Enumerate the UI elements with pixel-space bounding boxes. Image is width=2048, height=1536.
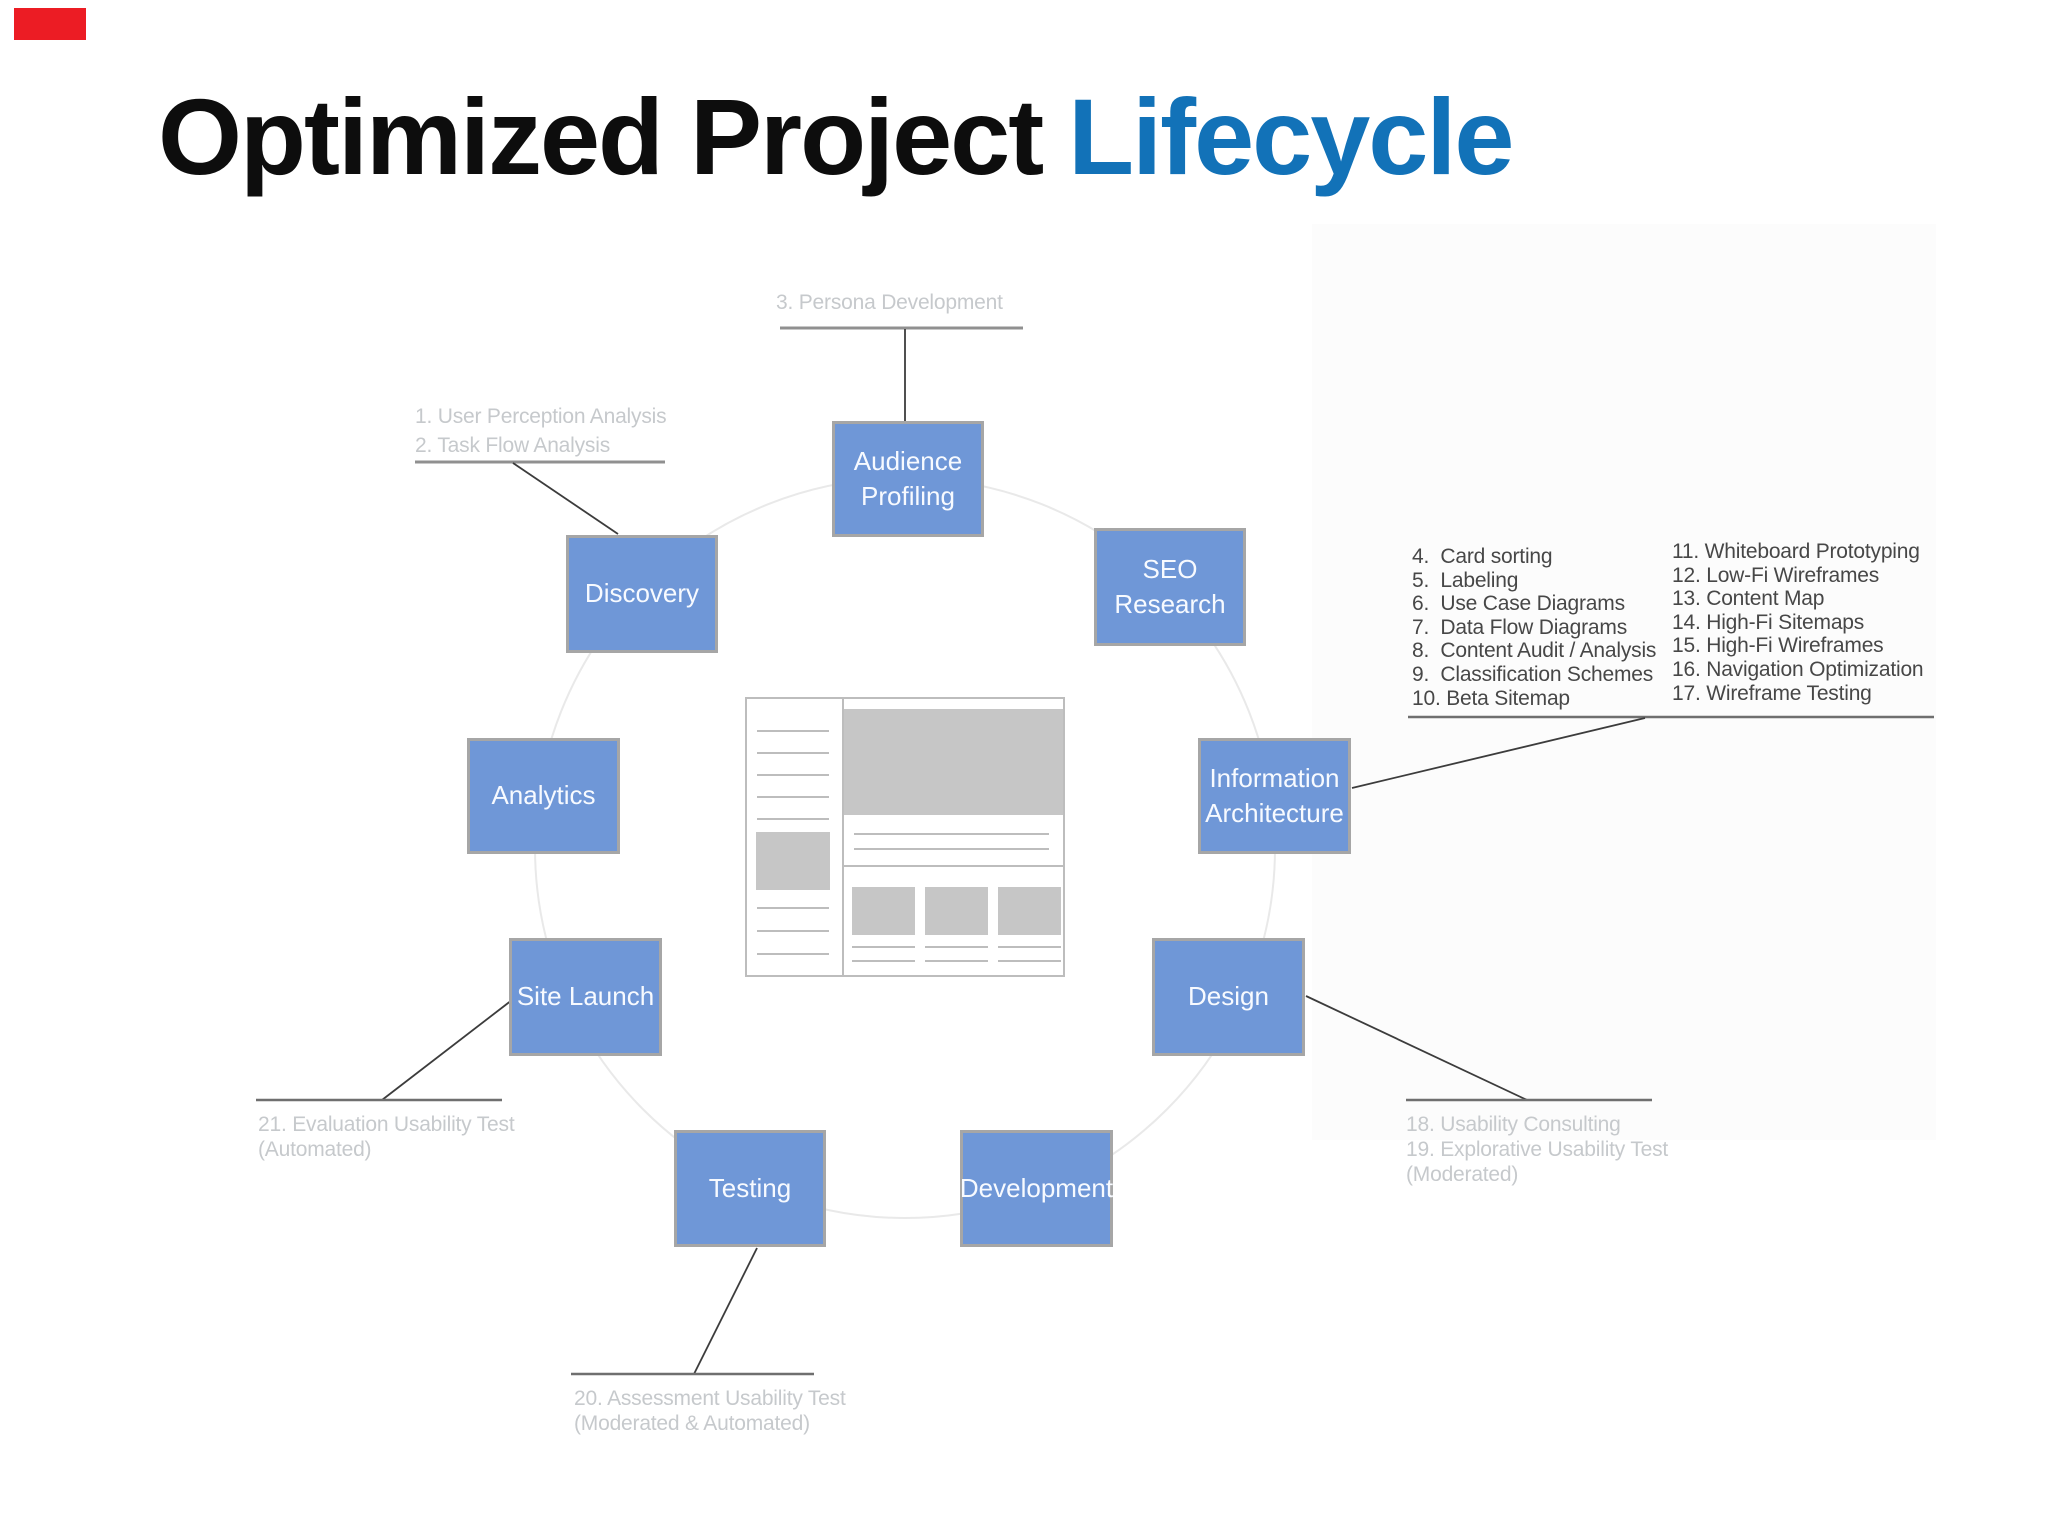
wireframe-caption-line <box>998 946 1061 948</box>
annotation-ia-list-left-line: 9. Classification Schemes <box>1412 662 1654 686</box>
annotation-site-launch: 21. Evaluation Usability Test(Automated) <box>258 1112 515 1162</box>
annotation-ia-list-right-line: 15. High-Fi Wireframes <box>1672 634 1884 658</box>
wireframe-caption-line <box>852 960 915 962</box>
annotation-ia-list-right-line: 13. Content Map <box>1672 587 1825 611</box>
website-wireframe <box>745 697 1065 977</box>
wireframe-nav-line <box>757 730 829 732</box>
phase-label: Information Architecture <box>1205 762 1344 828</box>
design-connector <box>1305 995 1528 1101</box>
annotation-testing: 20. Assessment Usability Test(Moderated … <box>574 1386 846 1436</box>
annotation-ia-list-left-line: 8. Content Audit / Analysis <box>1412 639 1657 663</box>
annotation-discovery: 1. User Perception Analysis 2. Task Flow … <box>415 402 667 460</box>
phase-box-discovery: Discovery <box>566 535 718 653</box>
annotation-site-launch-line: 21. Evaluation Usability Test <box>258 1113 515 1136</box>
annotation-ia-list-right-line: 12. Low-Fi Wireframes <box>1672 563 1880 587</box>
phase-box-seo-research: SEO Research <box>1094 528 1246 646</box>
wireframe-sidebar <box>747 699 844 975</box>
phase-label: Site Launch <box>516 981 655 1012</box>
wireframe-text-line <box>854 848 1049 850</box>
annotation-ia-list-left-line: 7. Data Flow Diagrams <box>1412 615 1628 639</box>
annotation-discovery-line: 2. Task Flow Analysis <box>415 434 610 457</box>
annotation-ia-list-right-line: 11. Whiteboard Prototyping <box>1672 540 1920 563</box>
phase-box-information-architecture: Information Architecture <box>1198 738 1351 854</box>
annotation-ia-list-left-line: 5. Labeling <box>1412 568 1519 592</box>
wireframe-nav-line <box>757 818 829 820</box>
wireframe-caption-line <box>925 946 988 948</box>
phase-label: SEO Research <box>1114 553 1226 619</box>
annotation-testing-line: 20. Assessment Usability Test <box>574 1387 846 1410</box>
wireframe-nav-line <box>757 930 829 932</box>
wireframe-divider <box>844 865 1063 867</box>
phase-box-design: Design <box>1152 938 1305 1056</box>
phase-box-testing: Testing <box>674 1130 826 1247</box>
annotation-design-line: 19. Explorative Usability Test <box>1406 1138 1669 1161</box>
annotation-ia-list-left-line: 10. Beta Sitemap <box>1412 686 1570 710</box>
testing-connector <box>693 1247 758 1375</box>
title-accent: Lifecycle <box>1068 76 1514 197</box>
annotation-ia-list-right-line: 16. Navigation Optimization <box>1672 657 1924 681</box>
phase-box-site-launch: Site Launch <box>509 938 662 1056</box>
wireframe-thumbnail <box>852 887 915 935</box>
wireframe-nav-line <box>757 796 829 798</box>
annotation-discovery-line: 1. User Perception Analysis <box>415 405 667 428</box>
annotation-ia-list-right-line: 14. High-Fi Sitemaps <box>1672 610 1865 634</box>
annotation-persona-development: 3. Persona Development <box>776 291 1003 314</box>
phase-box-audience-profiling: Audience Profiling <box>832 421 984 537</box>
annotation-ia-list-right-line: 17. Wireframe Testing <box>1672 681 1872 705</box>
wireframe-caption-line <box>852 946 915 948</box>
phase-label: Development <box>959 1172 1114 1203</box>
annotation-site-launch-line: (Automated) <box>258 1138 372 1161</box>
wireframe-nav-line <box>757 907 829 909</box>
annotation-ia-list-left-line: 4. Card sorting <box>1412 545 1553 568</box>
annotation-design-line: 18. Usability Consulting <box>1406 1113 1621 1136</box>
wireframe-caption-line <box>925 960 988 962</box>
wireframe-sidebar-image <box>756 832 830 890</box>
recording-indicator <box>14 8 86 40</box>
phase-box-development: Development <box>960 1130 1113 1247</box>
wireframe-nav-line <box>757 774 829 776</box>
phase-label: Discovery <box>584 578 700 609</box>
title-main: Optimized Project <box>158 76 1044 197</box>
phase-label: Audience Profiling <box>853 445 963 511</box>
wireframe-nav-line <box>757 953 829 955</box>
phase-box-analytics: Analytics <box>467 738 620 854</box>
wireframe-thumbnail <box>998 887 1061 935</box>
annotation-testing-line: (Moderated & Automated) <box>574 1412 810 1435</box>
phase-label: Design <box>1188 981 1269 1012</box>
wireframe-text-line <box>854 833 1049 835</box>
wireframe-hero-image <box>844 709 1063 815</box>
wireframe-caption-line <box>998 960 1061 962</box>
discovery-connector <box>512 462 619 535</box>
phase-label: Testing <box>708 1172 792 1203</box>
annotation-ia-list-left-line: 6. Use Case Diagrams <box>1412 592 1625 616</box>
phase-label: Analytics <box>491 780 596 811</box>
wireframe-nav-line <box>757 752 829 754</box>
wireframe-thumbnail <box>925 887 988 935</box>
site-launch-connector <box>381 999 513 1101</box>
annotation-design-line: (Moderated) <box>1406 1163 1519 1186</box>
ia-connector <box>1351 717 1646 789</box>
background-panel <box>1312 224 1936 1140</box>
